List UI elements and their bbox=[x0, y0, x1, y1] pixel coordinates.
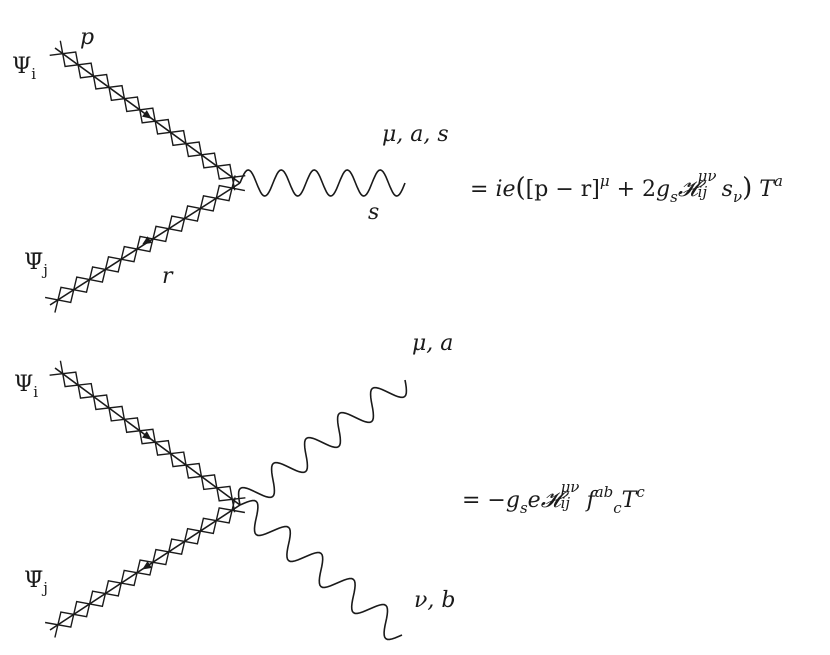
fermion-arrow-in-1 bbox=[142, 110, 152, 119]
outgoing-scalar-line-1-core bbox=[49, 182, 241, 306]
incoming-scalar-line-1-zigzag-b bbox=[59, 40, 246, 180]
boson2-index-label: ν, b bbox=[414, 588, 456, 613]
incoming-scalar-line-2-zigzag-b bbox=[59, 360, 246, 502]
boson-index-label-1: μ, a, s bbox=[382, 122, 449, 147]
boson-wave-1 bbox=[239, 169, 406, 197]
incoming-scalar-line-1-zigzag-a bbox=[49, 51, 236, 191]
boson1-index-label: μ, a bbox=[412, 331, 454, 356]
outgoing-scalar-line-2-zigzag-a bbox=[44, 497, 236, 628]
fermion-arrow-in-2 bbox=[142, 431, 152, 440]
outgoing-scalar-line-2-zigzag-b bbox=[54, 507, 246, 638]
momentum-p-label: p bbox=[80, 25, 95, 50]
boson-wave-lower-2 bbox=[239, 499, 403, 641]
boson-momentum-s-label: s bbox=[368, 200, 380, 225]
psi-in-label-1: Ψi bbox=[12, 54, 37, 83]
psi-bar-out-label-1: Ψ̄j bbox=[24, 250, 48, 279]
psi-bar-out-label-2: Ψ̄j bbox=[24, 568, 48, 597]
momentum-r-label: r bbox=[162, 264, 173, 289]
outgoing-scalar-line-1-zigzag-b bbox=[54, 184, 246, 313]
boson-wave-upper-2 bbox=[237, 379, 408, 506]
psi-in-label-2: Ψi bbox=[14, 372, 39, 401]
fermion-arrow-out-2 bbox=[142, 561, 152, 570]
fermion-arrow-out-1 bbox=[142, 236, 152, 245]
incoming-scalar-line-2-zigzag-a bbox=[49, 371, 236, 513]
outgoing-scalar-line-1-zigzag-a bbox=[44, 175, 236, 304]
